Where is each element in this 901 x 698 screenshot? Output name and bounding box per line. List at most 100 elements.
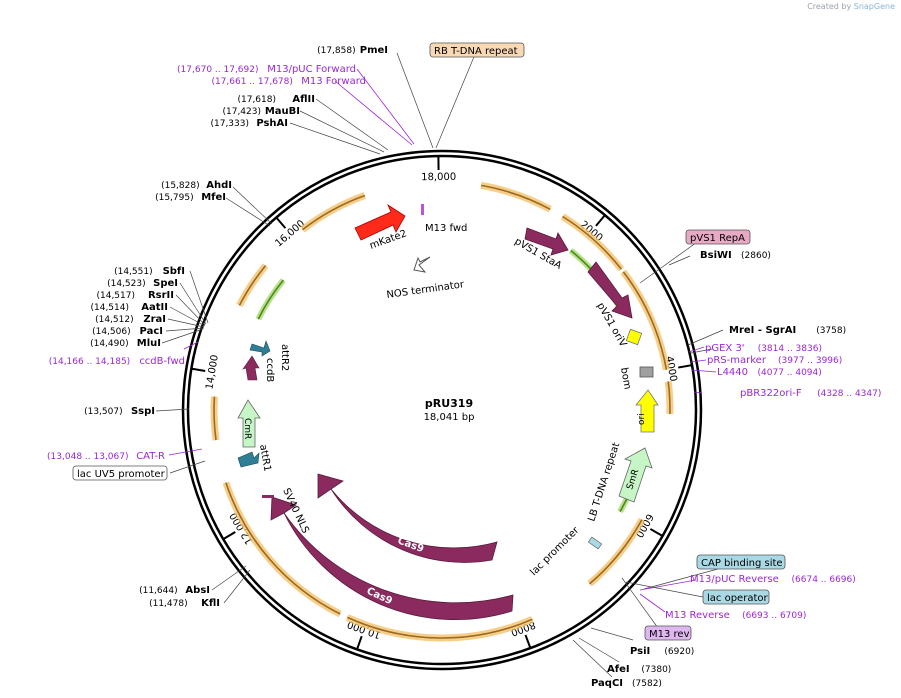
feature-label-box[interactable]: M13 rev — [644, 625, 692, 641]
tick-mark — [356, 635, 363, 650]
enzyme-name: MfeI — [201, 192, 226, 203]
tick-mark — [649, 528, 664, 537]
m13-fwd-mark — [421, 204, 424, 215]
enzyme-site[interactable]: BsiWI (2860) — [700, 250, 771, 261]
primer-site[interactable]: M13/pUC Reverse(6674 .. 6696) — [690, 574, 856, 585]
enzyme-position: (17,858) — [317, 46, 356, 56]
primer-site[interactable]: L4440 (4077 .. 4094) — [717, 367, 822, 378]
primer-site[interactable]: CAT-R(13,048 .. 13,067) — [47, 451, 165, 462]
enzyme-site[interactable]: PsiI(6920) — [630, 646, 694, 657]
enzyme-site[interactable]: ZraI (14,512) — [95, 314, 166, 325]
nos-terminator-label: NOS terminator — [386, 279, 466, 301]
primer-site[interactable]: M13 Reverse(6693 .. 6709) — [665, 610, 806, 621]
labels-layer: PmeI(17,858)AflII(17,618)MauBI(17,423)Ps… — [47, 42, 881, 689]
orf-band — [300, 192, 367, 233]
enzyme-site[interactable]: AbsI(11,644) — [139, 585, 210, 596]
enzyme-site[interactable]: SspI(13,507) — [84, 406, 155, 417]
enzyme-position: (15,828) — [161, 181, 200, 191]
primer-position: (6693 .. 6709) — [742, 611, 806, 621]
primer-site[interactable]: pGEX 3'(3814 .. 3836) — [705, 343, 822, 354]
attr2-label: attR2 — [279, 344, 290, 371]
tick-mark — [524, 634, 532, 649]
cas9-arrow-inner — [317, 473, 498, 563]
ccdb-label: ccdB — [264, 358, 275, 382]
enzyme-site[interactable]: AatII(14,514) — [90, 302, 168, 313]
primer-site[interactable]: M13/pUC Forward (17,670 .. 17,692) — [177, 64, 356, 75]
enzyme-site[interactable]: AflII (17,618) — [237, 94, 315, 105]
feature-label-text: lac operator — [707, 593, 768, 604]
enzyme-site[interactable]: SbfI(14,551) — [114, 266, 185, 277]
feature-label-box[interactable]: lac UV5 promoter — [72, 465, 168, 481]
enzyme-site[interactable]: MluI(14,490) — [90, 338, 161, 349]
enzyme-site[interactable]: MfeI (15,795) — [155, 192, 226, 203]
snapgene-logo: SnapGene — [853, 2, 895, 11]
enzyme-site[interactable]: PacI(14,506) — [92, 326, 163, 337]
primer-name: L4440 — [717, 367, 748, 378]
feature-label-box[interactable]: lac operator — [702, 589, 770, 605]
primer-position: (14,166 .. 14,185) — [49, 357, 130, 367]
feature-label-text: lac UV5 promoter — [77, 469, 166, 480]
pvs1-staa-arrow — [524, 227, 569, 256]
enzyme-site[interactable]: AfeI(7380) — [607, 664, 671, 675]
enzyme-site[interactable]: PaqCI(7582) — [591, 678, 662, 689]
enzyme-site[interactable]: PshAI(17,333) — [210, 118, 288, 129]
enzyme-site[interactable]: MauBI(17,423) — [222, 106, 300, 117]
enzyme-name: AflII — [292, 94, 315, 105]
enzyme-name: SpeI — [153, 278, 178, 289]
feature-label-box[interactable]: CAP binding site — [696, 554, 786, 570]
pvs1-oriv-arrow — [587, 261, 633, 319]
enzyme-position: (14,512) — [95, 315, 134, 325]
enzyme-name: BsiWI — [700, 250, 732, 261]
enzyme-position: (2860) — [741, 251, 771, 261]
ccdb-arrow — [242, 355, 260, 381]
primer-site[interactable]: pBR322ori-F(4328 .. 4347) — [740, 388, 881, 399]
primer-site[interactable]: ccdB-fwd (14,166 .. 14,185) — [49, 356, 185, 367]
backbone-outer — [181, 149, 703, 671]
credit-prefix: Created by — [807, 2, 852, 11]
orf-line — [225, 482, 341, 615]
green-orf-line — [257, 279, 284, 320]
tick-mark — [595, 214, 606, 227]
enzyme-site[interactable]: MreI - SgrAI(3758) — [729, 325, 846, 336]
feature-label-box[interactable]: RB T-DNA repeat — [429, 42, 525, 58]
feature-label-text: M13 rev — [649, 629, 690, 640]
enzyme-site[interactable]: RsrII(14,517) — [96, 290, 174, 301]
attr1-label: attR1 — [257, 444, 273, 473]
primer-position: (17,661 .. 17,678) — [211, 77, 292, 87]
bom-label: bom — [618, 367, 633, 391]
primer-site[interactable]: pRS-marker(3977 .. 3996) — [707, 355, 842, 366]
enzyme-site[interactable]: KflI(11,478) — [149, 598, 220, 609]
lac-promoter-label: lac promoter — [528, 524, 582, 578]
enzyme-site[interactable]: PmeI(17,858) — [317, 45, 388, 56]
primer-site[interactable]: M13 Forward(17,661 .. 17,678) — [211, 76, 366, 87]
feature-label-box[interactable]: pVS1 RepA — [685, 229, 751, 245]
enzyme-site[interactable]: AhdI (15,828) — [161, 180, 232, 191]
enzyme-position: (3758) — [816, 326, 846, 336]
lac-promoter-mark — [587, 536, 603, 550]
enzyme-name: AhdI — [206, 180, 232, 191]
enzyme-site[interactable]: SpeI(14,523) — [107, 278, 178, 289]
smr-arrow — [618, 447, 653, 503]
leader-lines — [155, 51, 741, 678]
enzyme-position: (17,618) — [237, 95, 276, 105]
enzyme-position: (17,333) — [210, 119, 249, 129]
ori-arrow — [635, 389, 659, 433]
cmr-arrow — [237, 399, 261, 448]
primer-name: M13/pUC Forward — [267, 64, 356, 75]
primer-leader-lines — [168, 68, 717, 613]
orf-line — [480, 184, 551, 211]
primer-position: (17,670 .. 17,692) — [177, 65, 258, 75]
enzyme-position: (15,795) — [155, 193, 194, 203]
enzyme-position: (13,507) — [84, 407, 123, 417]
enzyme-position: (17,423) — [222, 107, 261, 117]
enzyme-position: (6920) — [664, 647, 694, 657]
orf-line — [562, 215, 623, 270]
enzyme-name: ZraI — [143, 314, 166, 325]
mkate2-arrow — [354, 203, 406, 241]
orf-line — [622, 271, 668, 370]
primer-position: (3814 .. 3836) — [758, 344, 822, 354]
primer-position: (4077 .. 4094) — [758, 368, 822, 378]
primer-name: ccdB-fwd — [139, 356, 185, 367]
enzyme-name: PaqCI — [591, 678, 623, 689]
